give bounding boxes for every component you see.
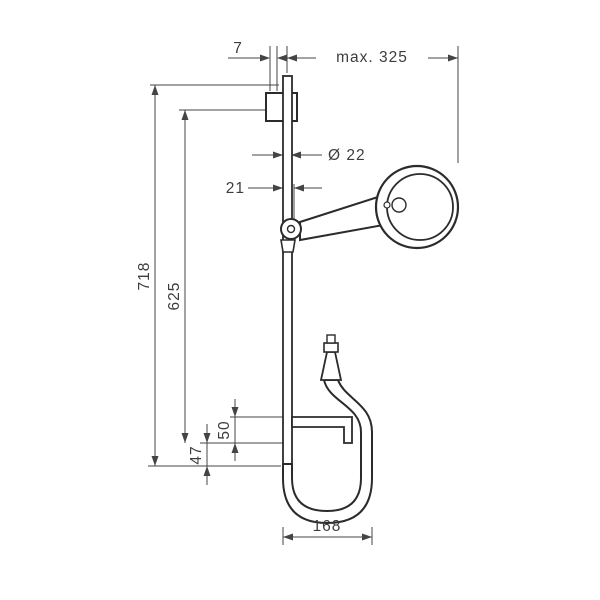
shower-hose <box>282 379 373 525</box>
hose-connector-cone <box>319 351 343 381</box>
dim-total-height: 718 <box>136 262 153 291</box>
dim-max-reach: max. 325 <box>336 49 408 66</box>
dim-top-offset: 7 <box>233 40 243 57</box>
slide-rail <box>282 75 293 467</box>
dimension-arrows <box>151 54 458 541</box>
hand-shower-head <box>374 164 460 250</box>
extension-lines <box>148 46 459 545</box>
wall-bracket-bottom <box>291 416 353 444</box>
hose-connector-tip <box>326 334 336 344</box>
shower-holder-pin <box>286 224 296 234</box>
dim-holder-offset: 21 <box>226 180 245 197</box>
handle-end <box>280 239 296 253</box>
dim-bar-span: 625 <box>166 282 183 311</box>
dim-hose-loop-width: 168 <box>313 518 342 535</box>
dim-bracket-gap: 50 <box>216 420 233 439</box>
dim-lower-gap: 47 <box>188 445 205 464</box>
dim-rail-diameter: Ø 22 <box>328 147 366 164</box>
hose-connector-nut <box>323 342 339 353</box>
